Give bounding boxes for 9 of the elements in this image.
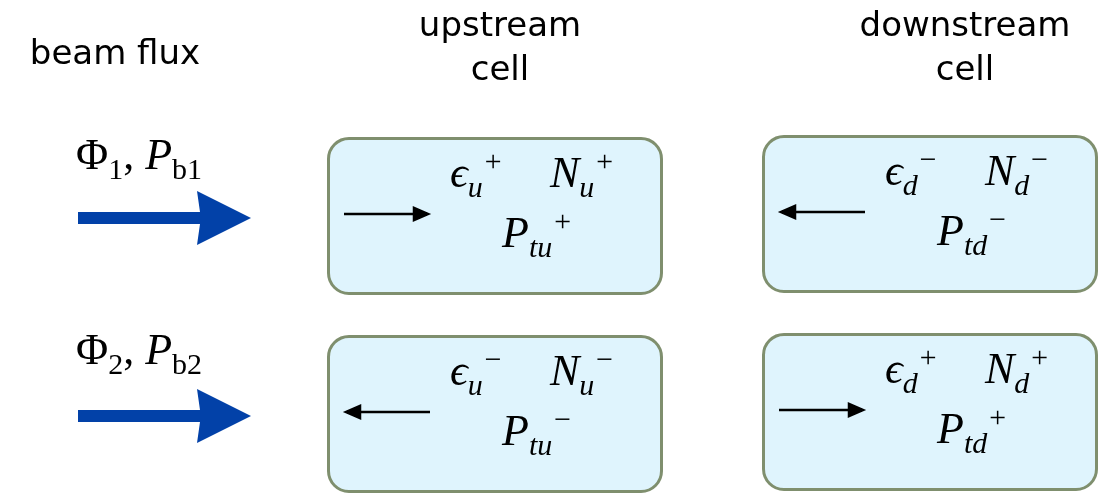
column-heading: downstream cell — [858, 3, 1072, 90]
column-heading: upstream cell — [417, 3, 583, 90]
beam-label: Φ$_{2}$, P$_{b2}$ — [76, 325, 203, 375]
cell-box — [327, 335, 663, 493]
beam-label: Φ$_{1}$, P$_{b1}$ — [76, 130, 203, 180]
cell-box — [762, 333, 1098, 491]
cell-box — [327, 137, 663, 295]
cell-box — [762, 135, 1098, 293]
column-heading: beam flux — [28, 31, 202, 74]
